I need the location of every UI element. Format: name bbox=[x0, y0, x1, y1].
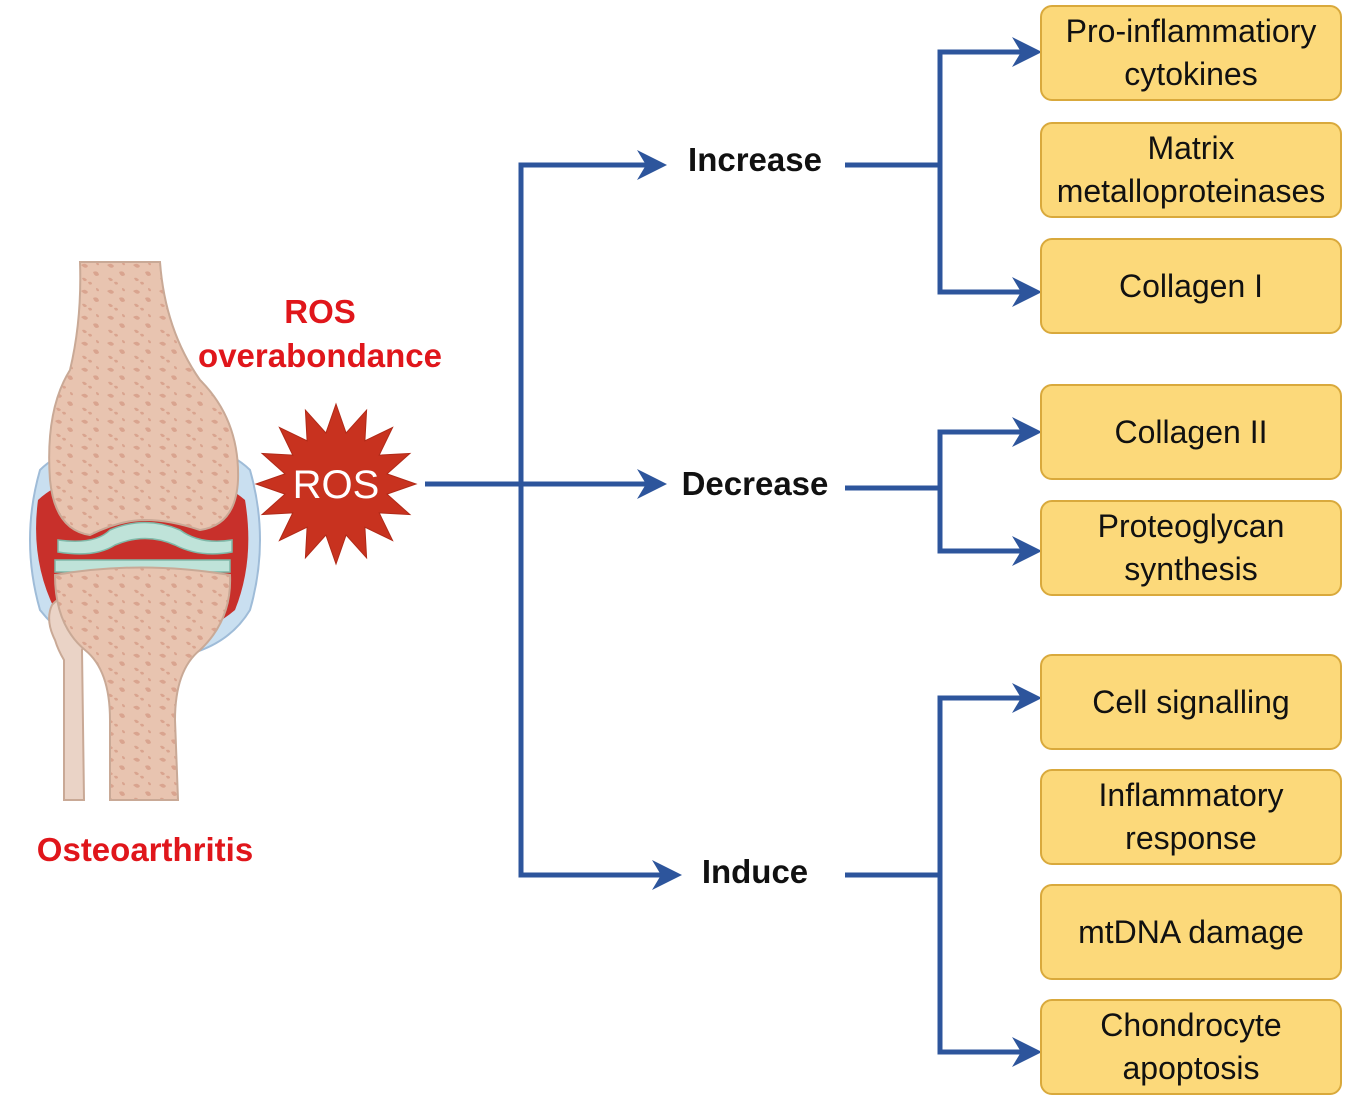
femur bbox=[48, 261, 240, 537]
arrow-ros-to-increase bbox=[518, 150, 667, 484]
arrow-to-collagen-ii bbox=[937, 417, 1042, 488]
femur-cartilage bbox=[57, 521, 233, 555]
increase-label: Increase bbox=[688, 141, 822, 178]
box-line: synthesis bbox=[1124, 551, 1258, 587]
induce-label: Induce bbox=[701, 853, 809, 890]
arrow-ros-to-induce bbox=[518, 484, 682, 890]
box-line: Proteoglycan bbox=[1097, 508, 1285, 544]
arrow-to-apoptosis bbox=[937, 875, 1042, 1067]
ros-overabondance-text: ROS overabondance bbox=[198, 293, 442, 374]
knee-joint-illustration bbox=[29, 261, 261, 801]
connector-arrows bbox=[425, 37, 1042, 1067]
box-line: Pro-inflammatiory bbox=[1065, 13, 1317, 49]
decrease-label: Decrease bbox=[681, 465, 829, 502]
box-line: Cell signalling bbox=[1092, 683, 1290, 720]
box-proteoglycan-synthesis: Proteoglycan synthesis bbox=[1040, 500, 1342, 596]
box-chondrocyte-apoptosis: Chondrocyte apoptosis bbox=[1040, 999, 1342, 1095]
arrow-to-cell-signalling bbox=[937, 683, 1042, 875]
ros-burst-icon bbox=[254, 402, 418, 566]
box-line: response bbox=[1125, 820, 1257, 856]
box-line: metalloproteinases bbox=[1056, 173, 1326, 209]
box-line: Inflammatory bbox=[1098, 777, 1284, 813]
box-collagen-ii: Collagen II bbox=[1040, 384, 1342, 480]
tibia bbox=[53, 566, 232, 801]
box-line: Chondrocyte bbox=[1100, 1007, 1282, 1043]
ros-burst-label: ROS bbox=[292, 463, 380, 507]
box-inflammatory-response: Inflammatory response bbox=[1040, 769, 1342, 865]
arrow-to-proteoglycan bbox=[937, 488, 1042, 566]
arrow-to-collagen-i bbox=[937, 165, 1042, 307]
box-cell-signalling: Cell signalling bbox=[1040, 654, 1342, 750]
box-line: mtDNA damage bbox=[1078, 913, 1304, 950]
box-collagen-i: Collagen I bbox=[1040, 238, 1342, 334]
box-line: Collagen II bbox=[1114, 413, 1268, 450]
box-line: apoptosis bbox=[1122, 1050, 1260, 1086]
arrow-to-cytokines bbox=[937, 37, 1042, 165]
box-line: cytokines bbox=[1124, 56, 1258, 92]
box-pro-inflammatory-cytokines: Pro-inflammatiory cytokines bbox=[1040, 5, 1342, 101]
box-mtdna-damage: mtDNA damage bbox=[1040, 884, 1342, 980]
osteoarthritis-label: Osteoarthritis bbox=[36, 831, 254, 868]
box-matrix-metalloproteinases: Matrix metalloproteinases bbox=[1040, 122, 1342, 218]
box-line: Matrix bbox=[1147, 130, 1235, 166]
ros-overabondance-label: ROS overabondance bbox=[185, 290, 455, 378]
box-line: Collagen I bbox=[1118, 267, 1264, 304]
